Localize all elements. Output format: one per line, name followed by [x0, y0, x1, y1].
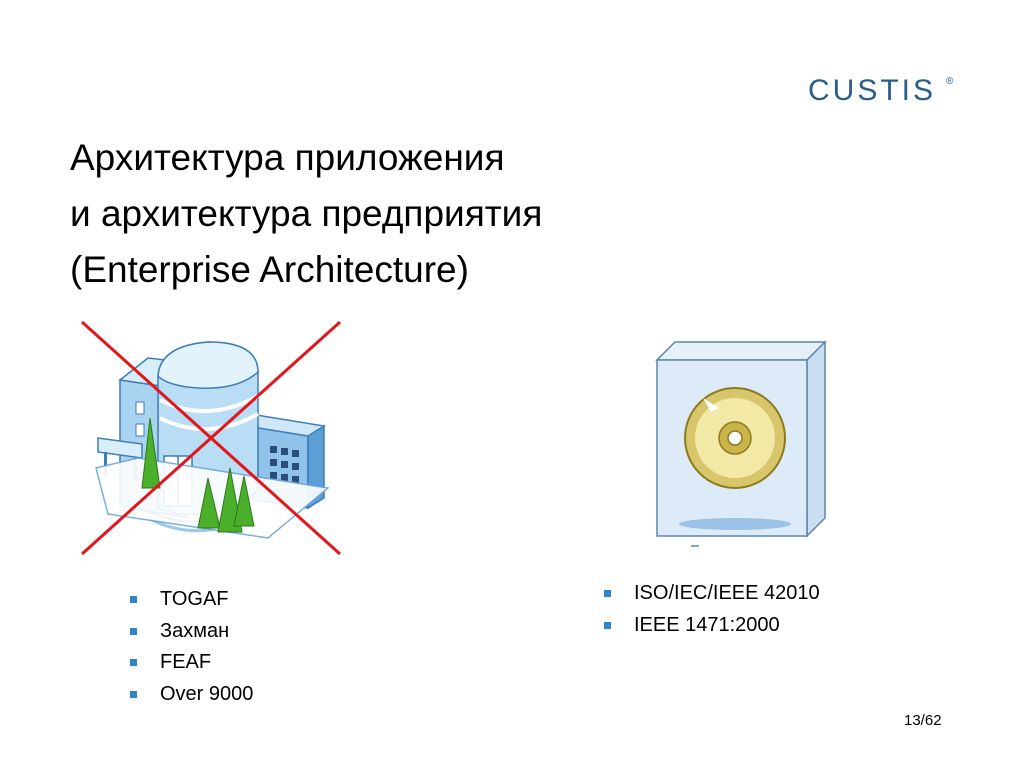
title-line-2: и архитектура предприятия	[70, 193, 543, 234]
crossed-out-building-icon	[80, 320, 342, 556]
list-item: Захман	[130, 616, 253, 648]
list-item: Over 9000	[130, 679, 253, 711]
standards-list: ISO/IEC/IEEE 42010 IEEE 1471:2000	[604, 578, 820, 641]
logo-registered-mark: ®	[946, 76, 954, 87]
title-line-3: (Enterprise Architecture)	[70, 249, 469, 290]
custis-logo: CUSTIS ®	[808, 74, 954, 107]
logo-text: CUSTIS	[808, 74, 936, 107]
slide-title: Архитектура приложения и архитектура пре…	[70, 130, 542, 298]
framework-list: TOGAF Захман FEAF Over 9000	[130, 584, 253, 710]
title-line-1: Архитектура приложения	[70, 137, 505, 178]
list-item: FEAF	[130, 647, 253, 679]
cd-box-icon	[655, 340, 827, 547]
list-item: TOGAF	[130, 584, 253, 616]
list-item: IEEE 1471:2000	[604, 610, 820, 642]
page-number: 13/62	[904, 712, 942, 729]
list-item: ISO/IEC/IEEE 42010	[604, 578, 820, 610]
